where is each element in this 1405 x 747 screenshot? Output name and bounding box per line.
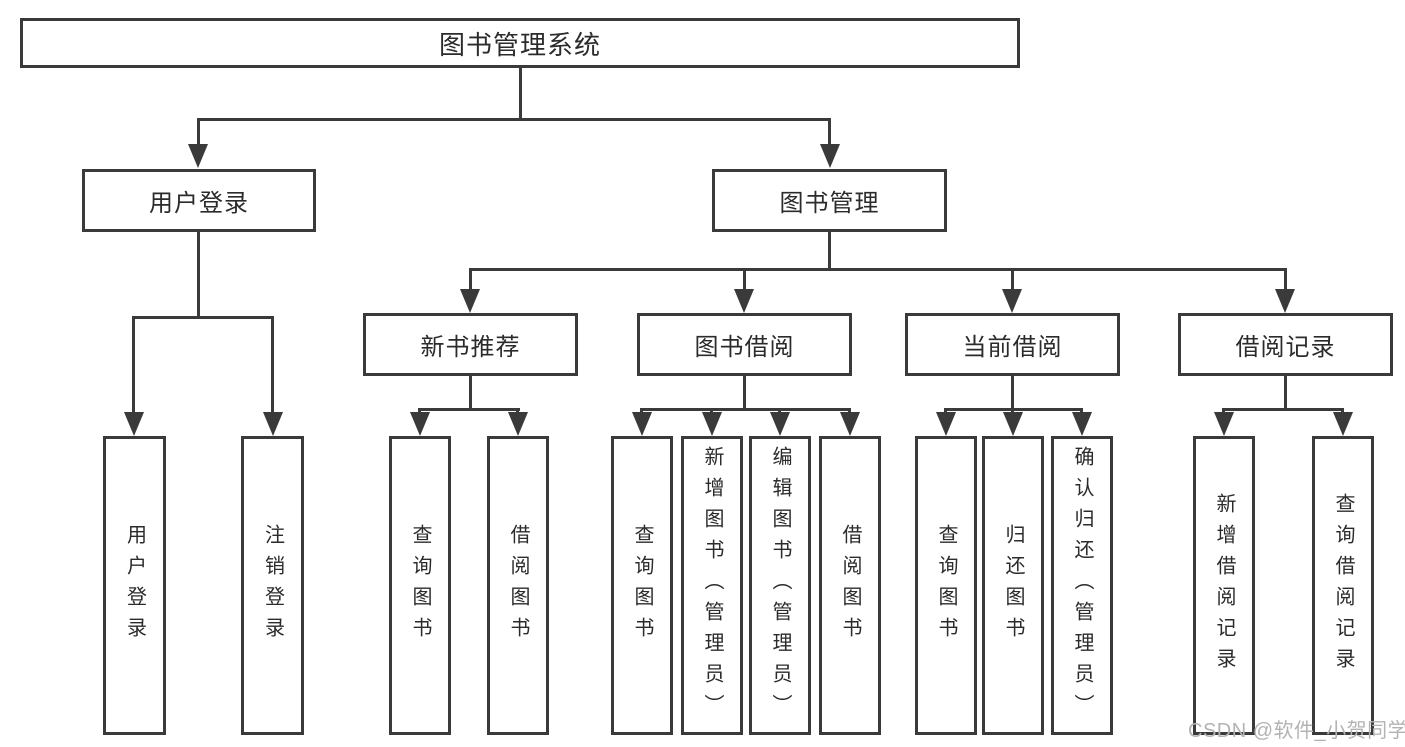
node-root-label: 图书管理系统	[438, 29, 601, 60]
node-newbooks-borrow-label: 借阅图书	[507, 523, 529, 648]
arrowhead-borrow-leaf2	[702, 412, 722, 436]
arrowhead-borrow-leaf3	[770, 412, 790, 436]
connector-to-login-leaf	[132, 316, 135, 416]
node-book-borrow-label: 图书借阅	[694, 334, 795, 361]
node-book-management: 图书管理	[712, 169, 947, 232]
node-newbooks-borrow: 借阅图书	[487, 436, 549, 735]
node-current-query-label: 查询图书	[935, 523, 957, 648]
arrowhead-login-leaf	[124, 412, 144, 436]
node-records-query-label: 查询借阅记录	[1332, 492, 1354, 679]
arrowhead-borrow-leaf4	[840, 412, 860, 436]
node-current-confirm-admin: 确认归还（管理员）	[1051, 436, 1113, 735]
connector-to-logout-leaf	[271, 316, 274, 416]
node-bookborrow-borrow-label: 借阅图书	[839, 523, 861, 648]
node-newbooks-query: 查询图书	[389, 436, 451, 735]
node-current-borrow: 当前借阅	[905, 313, 1120, 376]
arrowhead-new-books	[460, 289, 480, 313]
node-newbooks-query-label: 查询图书	[409, 523, 431, 648]
connector-root-stub	[519, 66, 522, 118]
node-bookborrow-query-label: 查询图书	[631, 523, 653, 648]
node-new-book-recommend: 新书推荐	[363, 313, 578, 376]
node-records-add: 新增借阅记录	[1193, 436, 1255, 735]
node-user-login-label: 用户登录	[149, 190, 249, 217]
node-bookborrow-query: 查询图书	[611, 436, 673, 735]
arrowhead-newbooks-leaf1	[410, 412, 430, 436]
node-current-confirm-admin-label: 确认归还（管理员）	[1071, 446, 1093, 725]
node-bookborrow-edit-admin-label: 编辑图书（管理员）	[769, 446, 791, 725]
arrowhead-records-leaf1	[1214, 412, 1234, 436]
node-login-action-label: 用户登录	[123, 523, 146, 648]
connector-to-current-borrow	[1011, 268, 1014, 294]
node-current-return-label: 归还图书	[1002, 523, 1024, 648]
node-logout-action-label: 注销登录	[261, 523, 284, 648]
connector-new-books-split	[418, 408, 520, 411]
arrowhead-current-leaf3	[1072, 412, 1092, 436]
node-bookborrow-add-admin-label: 新增图书（管理员）	[701, 446, 723, 725]
node-current-query: 查询图书	[915, 436, 977, 735]
arrowhead-book-mgmt	[820, 144, 840, 168]
arrowhead-records-leaf2	[1333, 412, 1353, 436]
csdn-watermark: CSDN @软件_小贺同学	[1188, 720, 1405, 742]
node-borrow-records: 借阅记录	[1178, 313, 1393, 376]
node-bookborrow-add-admin: 新增图书（管理员）	[681, 436, 743, 735]
arrowhead-logout-leaf	[263, 412, 283, 436]
node-records-query: 查询借阅记录	[1312, 436, 1374, 735]
connector-book-mgmt-stub	[828, 232, 831, 271]
node-logout-action: 注销登录	[241, 436, 304, 735]
arrowhead-book-borrow	[734, 289, 754, 313]
connector-to-new-books	[469, 268, 472, 294]
connector-current-borrow-stub	[1011, 376, 1014, 411]
connector-book-borrow-split	[640, 408, 851, 411]
node-records-add-label: 新增借阅记录	[1213, 492, 1235, 679]
arrowhead-current-borrow	[1002, 289, 1022, 313]
connector-book-mgmt-split	[469, 268, 1287, 271]
connector-user-login-stub	[197, 232, 200, 319]
node-current-return: 归还图书	[982, 436, 1044, 735]
node-login-action: 用户登录	[103, 436, 166, 735]
arrowhead-user-login	[188, 144, 208, 168]
arrowhead-newbooks-leaf2	[508, 412, 528, 436]
arrowhead-current-leaf1	[936, 412, 956, 436]
node-current-borrow-label: 当前借阅	[962, 334, 1063, 361]
connector-to-user-login	[197, 118, 200, 152]
node-root: 图书管理系统	[20, 18, 1020, 68]
node-borrow-records-label: 借阅记录	[1235, 334, 1336, 361]
node-user-login: 用户登录	[82, 169, 316, 232]
connector-root-split	[197, 118, 831, 121]
connector-new-books-stub	[469, 376, 472, 411]
connector-to-book-borrow	[743, 268, 746, 294]
node-bookborrow-edit-admin: 编辑图书（管理员）	[749, 436, 811, 735]
connector-borrow-records-split	[1222, 408, 1344, 411]
node-book-borrow: 图书借阅	[637, 313, 852, 376]
arrowhead-borrow-leaf1	[632, 412, 652, 436]
node-new-book-recommend-label: 新书推荐	[420, 334, 521, 361]
connector-user-login-split	[132, 316, 274, 319]
node-book-management-label: 图书管理	[779, 190, 880, 217]
connector-to-book-mgmt	[828, 118, 831, 152]
connector-to-borrow-records	[1284, 268, 1287, 294]
connector-book-borrow-stub	[743, 376, 746, 411]
connector-borrow-records-stub	[1284, 376, 1287, 411]
node-bookborrow-borrow: 借阅图书	[819, 436, 881, 735]
arrowhead-borrow-records	[1275, 289, 1295, 313]
arrowhead-current-leaf2	[1003, 412, 1023, 436]
